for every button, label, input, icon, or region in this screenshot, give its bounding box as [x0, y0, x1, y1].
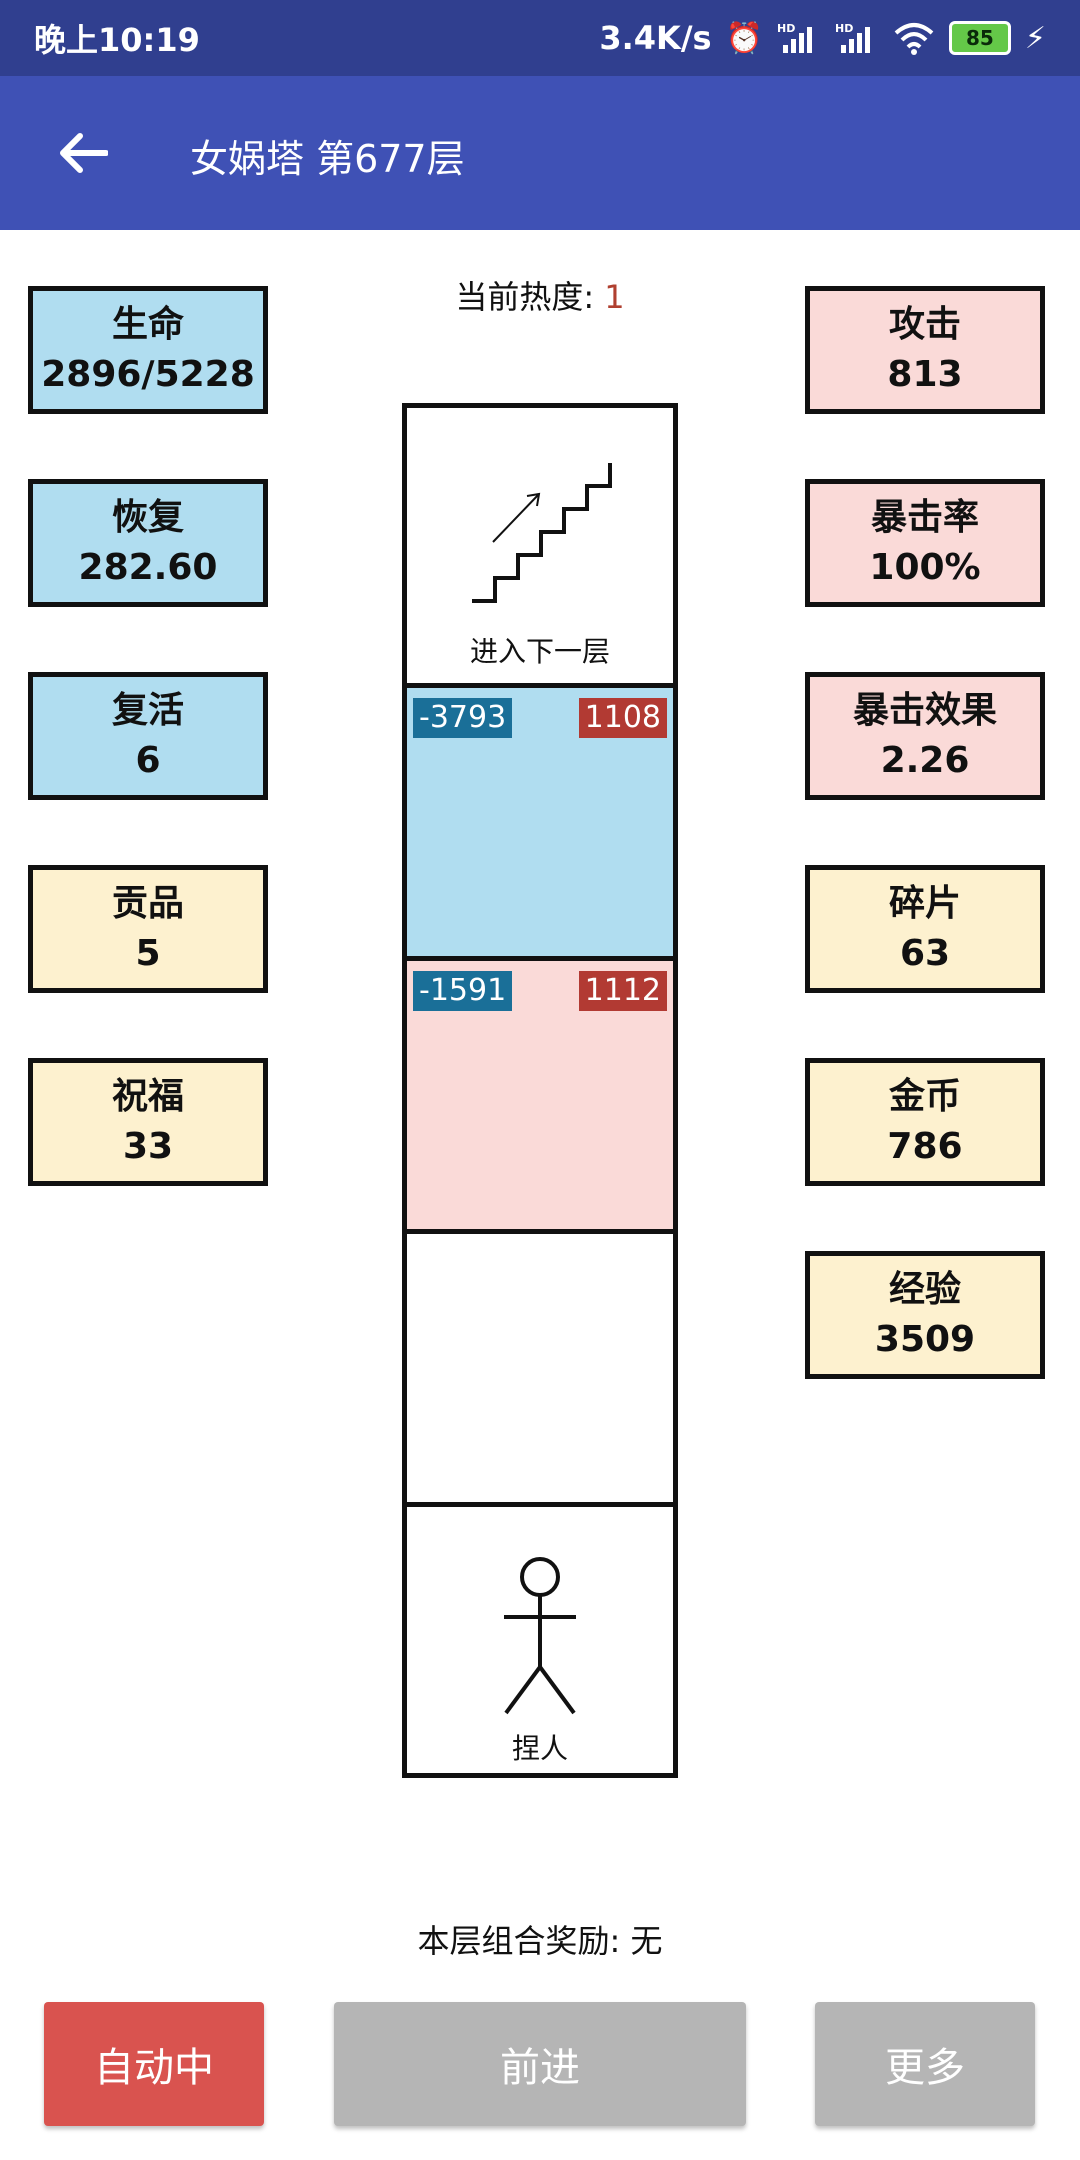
heat-label: 当前热度:	[455, 278, 595, 316]
stat-label: 攻击	[888, 304, 961, 345]
stat-label: 经验	[888, 1269, 961, 1310]
page-title: 女娲塔 第677层	[190, 137, 465, 181]
stat-value: 100%	[869, 547, 981, 588]
floor-reward-text: 本层组合奖励: 无	[417, 1922, 663, 1960]
stat-revive: 复活 6	[28, 672, 268, 800]
auto-button[interactable]: 自动中	[44, 2002, 264, 2126]
signal-hd-label-2: HD	[835, 22, 853, 35]
back-button[interactable]	[56, 126, 110, 180]
network-speed: 3.4K/s	[599, 19, 712, 57]
enemy-cell[interactable]: -1591 1112	[407, 956, 673, 1229]
enemy-cell[interactable]: -3793 1108	[407, 683, 673, 956]
player-cell[interactable]: 捏人	[407, 1502, 673, 1773]
stat-label: 暴击率	[870, 497, 979, 538]
enemy-hp-badge: -1591	[413, 971, 513, 1011]
signal-hd-label: HD	[777, 22, 795, 35]
stat-crit-effect: 暴击效果 2.26	[805, 672, 1045, 800]
enemy-attack-badge: 1112	[578, 971, 667, 1011]
stat-value: 813	[887, 354, 963, 395]
stat-value: 5	[135, 933, 161, 974]
enemy-attack-badge: 1108	[578, 698, 667, 738]
tower: 进入下一层 -3793 1108 -1591 1112 捏人	[402, 403, 678, 1778]
stat-value: 3509	[874, 1319, 976, 1360]
stat-label: 祝福	[111, 1076, 184, 1117]
alarm-icon: ⏰	[725, 20, 763, 56]
stat-experience: 经验 3509	[805, 1251, 1045, 1379]
signal-icon: HD	[777, 22, 812, 53]
heat-indicator: 当前热度: 1	[0, 272, 1080, 318]
stat-fragments: 碎片 63	[805, 865, 1045, 993]
stat-label: 碎片	[888, 883, 961, 924]
enemy-hp-badge: -3793	[413, 698, 513, 738]
stat-blessing: 祝福 33	[28, 1058, 268, 1186]
battery-icon: 85	[948, 21, 1011, 55]
stat-value: 2.26	[880, 740, 970, 781]
stat-gold: 金币 786	[805, 1058, 1045, 1186]
back-arrow-icon	[60, 133, 108, 173]
stat-label: 暴击效果	[852, 690, 997, 731]
app-bar: 女娲塔 第677层	[0, 76, 1080, 230]
stat-value: 63	[899, 933, 951, 974]
stat-label: 金币	[888, 1076, 961, 1117]
stat-attack: 攻击 813	[805, 286, 1045, 414]
status-bar: 晚上10:19 3.4K/s ⏰ HD HD 85 ⚡	[0, 0, 1080, 76]
more-button[interactable]: 更多	[815, 2002, 1035, 2126]
next-floor-label: 进入下一层	[469, 635, 610, 668]
stat-label: 复活	[111, 690, 184, 731]
stat-life: 生命 2896/5228	[28, 286, 268, 414]
stat-label: 生命	[111, 304, 184, 345]
stat-value: 786	[887, 1126, 963, 1167]
wifi-icon	[894, 23, 934, 55]
stairs-icon	[472, 463, 612, 603]
player-label: 捏人	[511, 1732, 568, 1765]
empty-cell	[407, 1229, 673, 1502]
stat-crit-rate: 暴击率 100%	[805, 479, 1045, 607]
heat-value: 1	[604, 278, 625, 316]
status-time: 晚上10:19	[34, 21, 200, 59]
stat-tribute: 贡品 5	[28, 865, 268, 993]
stat-value: 2896/5228	[41, 354, 255, 395]
forward-button[interactable]: 前进	[334, 2002, 746, 2126]
stat-recovery: 恢复 282.60	[28, 479, 268, 607]
stat-value: 282.60	[78, 547, 218, 588]
next-floor-cell[interactable]: 进入下一层	[407, 408, 673, 683]
stat-value: 6	[135, 740, 161, 781]
stat-label: 恢复	[111, 497, 184, 538]
stick-figure-icon	[504, 1557, 576, 1715]
charging-icon: ⚡	[1024, 20, 1046, 56]
status-icons: 3.4K/s ⏰ HD HD 85 ⚡	[599, 19, 1046, 57]
stat-value: 33	[122, 1126, 174, 1167]
stat-label: 贡品	[111, 883, 184, 924]
signal-icon-2: HD	[835, 22, 870, 53]
